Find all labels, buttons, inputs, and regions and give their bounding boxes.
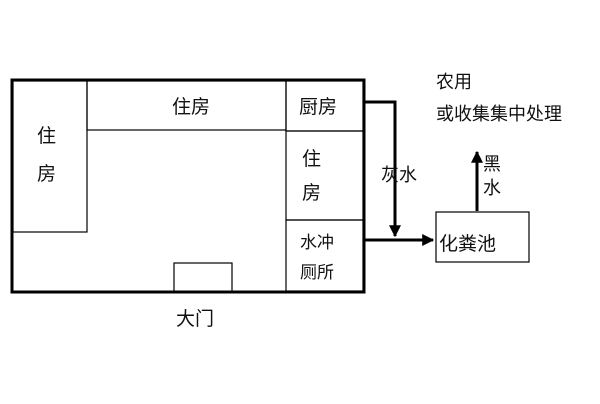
septic-tank <box>435 211 530 263</box>
destination-label-line1: 农用 <box>436 72 472 93</box>
toilet-room <box>285 219 364 292</box>
right-room-label-line1: 住 <box>302 148 321 170</box>
grey-water-label: 灰水 <box>381 165 417 186</box>
top-room-label: 住房 <box>172 96 210 118</box>
left-room-label-line1: 住 <box>37 125 56 147</box>
right-room <box>285 130 364 221</box>
black-water-label-line1: 黑 <box>483 154 501 175</box>
gate-label: 大门 <box>176 308 214 330</box>
gate <box>173 262 233 293</box>
kitchen-label: 厨房 <box>299 96 337 118</box>
grey-water-pipe <box>364 100 401 238</box>
toilet-label-line1: 水冲 <box>300 233 334 253</box>
toilet-label-line2: 厕所 <box>300 263 334 283</box>
right-room-label-line2: 房 <box>302 182 321 204</box>
black-water-label-line2: 水 <box>483 178 501 199</box>
destination-label-line2: 或收集集中处理 <box>436 104 562 125</box>
left-room <box>12 80 88 233</box>
septic-tank-label: 化粪池 <box>439 233 496 255</box>
left-room-label-line2: 房 <box>37 163 56 185</box>
